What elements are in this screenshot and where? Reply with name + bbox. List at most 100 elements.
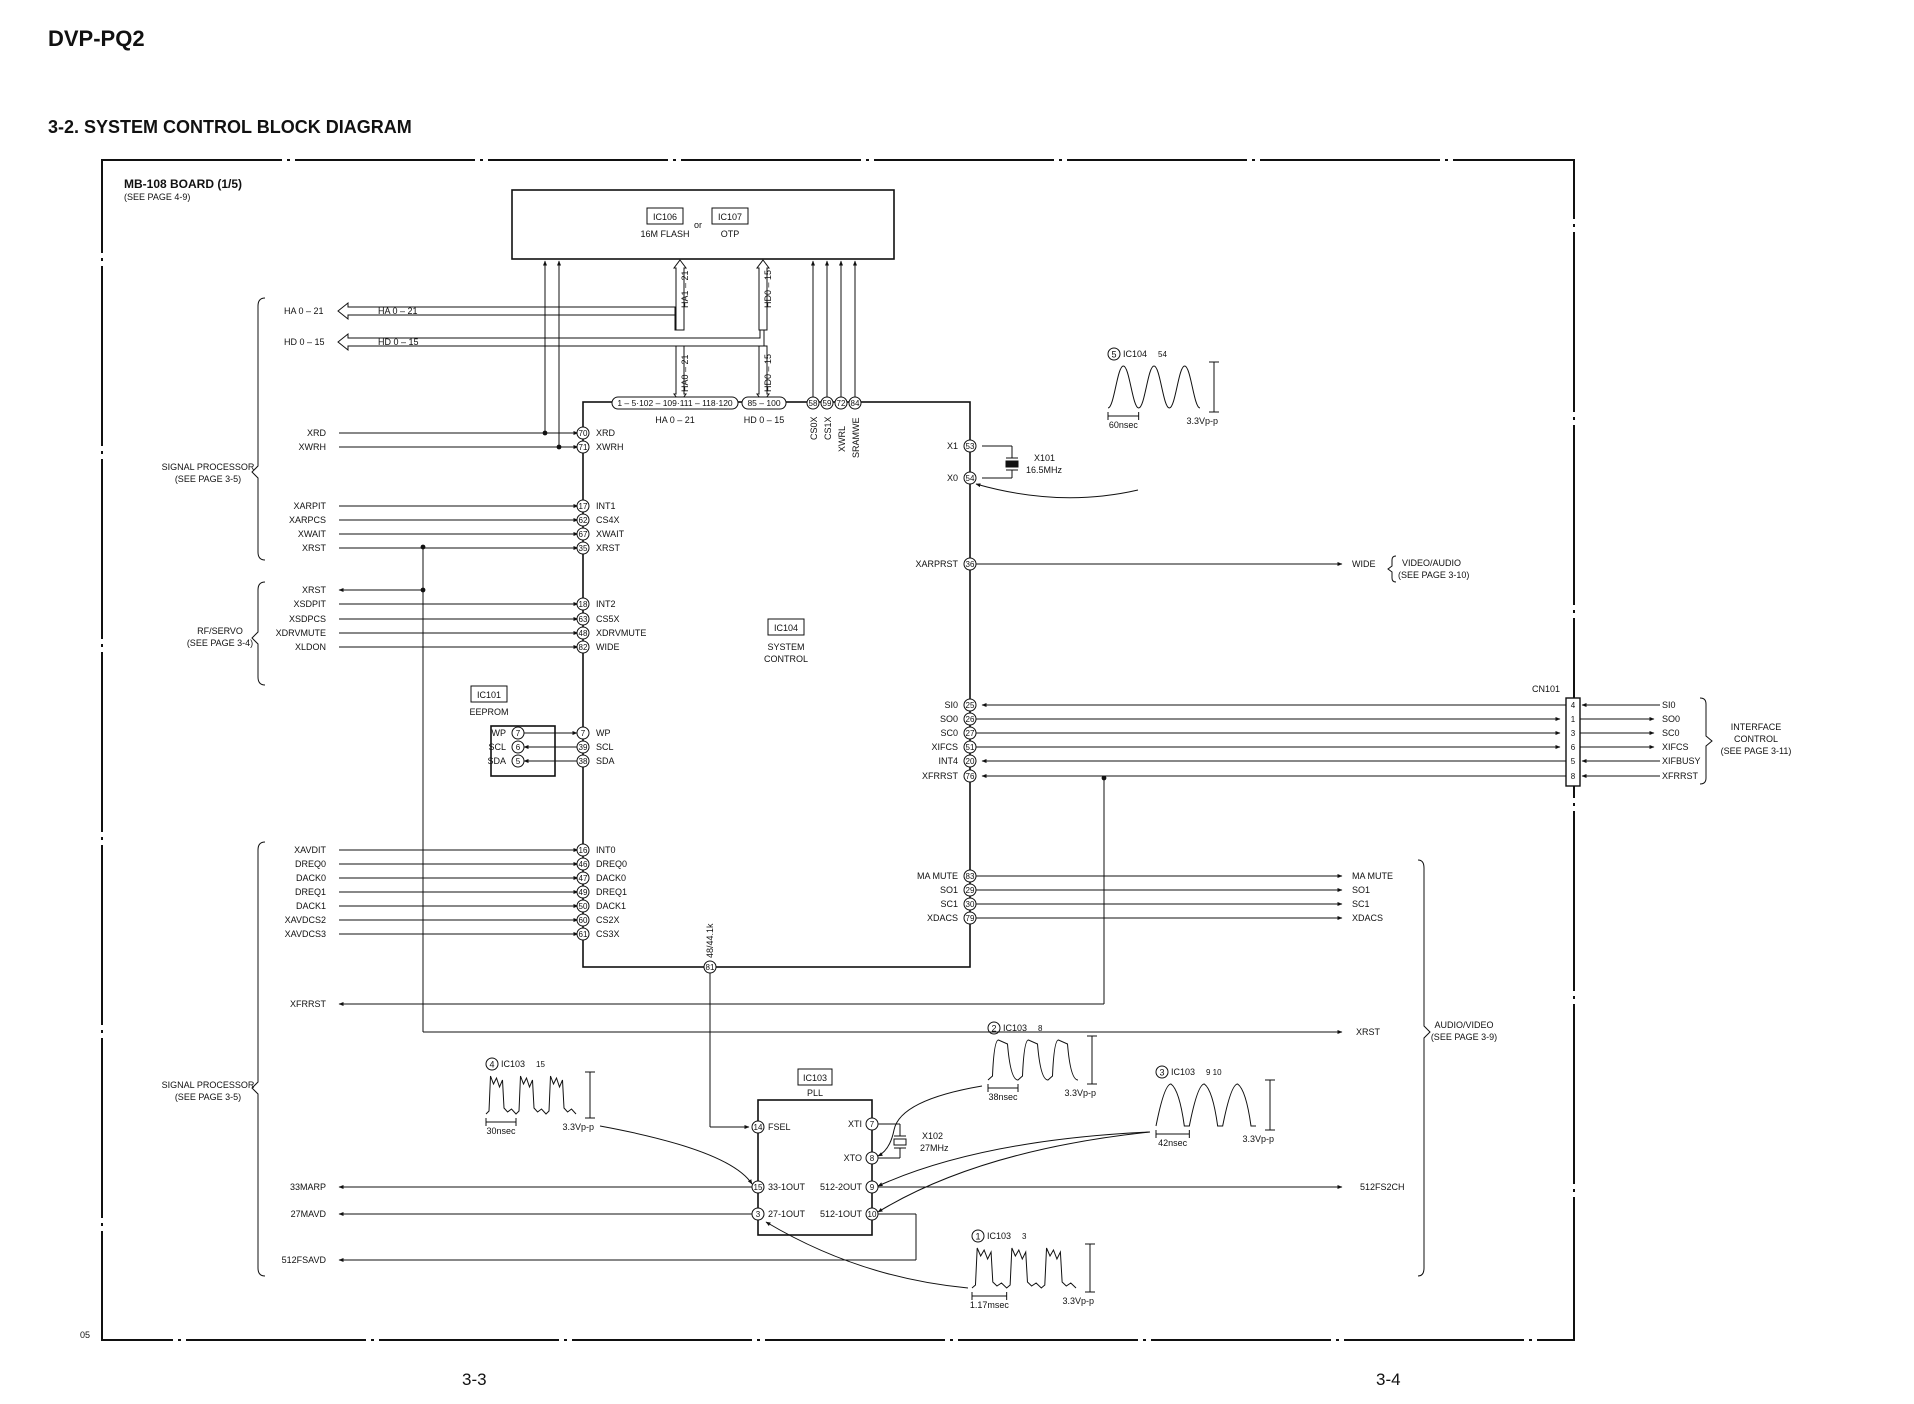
pin-84: 84 xyxy=(851,399,860,408)
page-number-right: 3-4 xyxy=(1376,1370,1401,1389)
pin-number: 35 xyxy=(579,544,588,553)
av-pin-name: SC1 xyxy=(940,899,958,909)
waveform-pin: 54 xyxy=(1158,350,1167,359)
iface-pin-name: SC0 xyxy=(940,728,958,738)
left-ext-label: XRST xyxy=(302,585,327,595)
video-audio-dest-1: VIDEO/AUDIO xyxy=(1402,558,1461,568)
audio-video-brace xyxy=(1417,859,1431,1277)
pin-number: 6 xyxy=(516,743,521,752)
pin-number: 38 xyxy=(579,757,588,766)
iface-ext-label: SO0 xyxy=(1662,714,1680,724)
pll-name: IC103 xyxy=(803,1073,827,1083)
pin-number: 54 xyxy=(966,474,975,483)
pin-number: 83 xyxy=(966,872,975,881)
pll-pin-name: 512-1OUT xyxy=(820,1209,863,1219)
waveform-pointers xyxy=(599,483,1151,1289)
flash-memory-block: IC106 or IC107 16M FLASH OTP xyxy=(511,189,895,260)
junction-dot xyxy=(1101,775,1107,781)
junction-dot xyxy=(556,444,562,450)
pin-circle xyxy=(576,726,590,740)
pin-circle xyxy=(576,626,590,640)
ha-sub: HA 0 – 21 xyxy=(655,415,695,425)
waveform-number: 2 xyxy=(991,1024,996,1034)
pll-outputs xyxy=(338,1185,1343,1262)
pin-circle xyxy=(576,871,590,885)
left-ext-label: XDRVMUTE xyxy=(276,628,326,638)
waveform-time: 30nsec xyxy=(486,1126,516,1136)
pin-circle xyxy=(576,499,590,513)
waveform-ic: IC103 xyxy=(1003,1023,1027,1033)
cn101-label: CN101 xyxy=(1532,684,1560,694)
av-ext-label: SO1 xyxy=(1352,885,1370,895)
cn101-pin: 5 xyxy=(1571,757,1576,766)
hd-sub: HD 0 – 15 xyxy=(744,415,785,425)
cn101-pin: 4 xyxy=(1571,701,1576,710)
waveform-pin: 8 xyxy=(1038,1024,1043,1033)
left-ext-label: DACK0 xyxy=(296,873,326,883)
pin-circle xyxy=(576,640,590,654)
rf-2: (SEE PAGE 3-4) xyxy=(187,638,253,648)
waveform-trace xyxy=(485,1075,577,1115)
pin-circle xyxy=(963,698,977,712)
waveform-ic: IC103 xyxy=(987,1231,1011,1241)
waveform-time: 42nsec xyxy=(1158,1138,1188,1148)
waveform-pin: 15 xyxy=(536,1060,545,1069)
pin-number: 51 xyxy=(966,743,975,752)
iface-ext-label: XFRRST xyxy=(1662,771,1699,781)
left-ext-label: XARPIT xyxy=(293,501,326,511)
pin-circle xyxy=(963,754,977,768)
pin-circle xyxy=(576,541,590,555)
pll-pin-name: 512-2OUT xyxy=(820,1182,863,1192)
pin-number: 18 xyxy=(579,600,588,609)
sp-bot-2: (SEE PAGE 3-5) xyxy=(175,1092,241,1102)
bus-ha-line: HA 0 – 21 xyxy=(378,306,418,316)
pin-59: 59 xyxy=(823,399,832,408)
iface-pin-name: SI0 xyxy=(944,700,958,710)
left-ext-label: XSDPIT xyxy=(293,599,326,609)
waveform-number-circle xyxy=(971,1229,985,1243)
crystal-x102 xyxy=(878,1123,907,1159)
interface-dest-3: (SEE PAGE 3-11) xyxy=(1721,746,1792,756)
pin-number: 8 xyxy=(870,1154,875,1163)
pin-number: 20 xyxy=(966,757,975,766)
pin-number: 26 xyxy=(966,715,975,724)
bus-ha1: HA1 – 21 xyxy=(680,270,690,308)
page-code: 05 xyxy=(80,1330,91,1340)
pin-number: 48 xyxy=(579,629,588,638)
waveform-number-circle xyxy=(987,1021,1001,1035)
pin-circle xyxy=(576,927,590,941)
pll-label: PLL xyxy=(807,1088,823,1098)
av-ext-label: XDACS xyxy=(1352,913,1383,923)
bus-hd-line: HD 0 – 15 xyxy=(378,337,419,347)
pin-number: 14 xyxy=(754,1123,763,1132)
board-ref: (SEE PAGE 4-9) xyxy=(124,192,190,202)
waveform-ic: IC104 xyxy=(1123,349,1147,359)
pin-number: 7 xyxy=(516,729,521,738)
iface-pin-name: INT4 xyxy=(938,756,958,766)
waveform-amplitude: 3.3Vp-p xyxy=(1186,416,1218,426)
x101-name: X101 xyxy=(1034,453,1055,463)
rf-1: RF/SERVO xyxy=(197,626,243,636)
waveform-number-circle xyxy=(1155,1065,1169,1079)
ic104-pin-name: CS5X xyxy=(596,614,620,624)
pin-circle xyxy=(576,740,590,754)
pin-circle xyxy=(576,597,590,611)
bus-hd-out: HD 0 – 15 xyxy=(284,337,325,347)
waveform-number: 1 xyxy=(975,1232,980,1242)
xarprst-ext: WIDE xyxy=(1352,559,1376,569)
ic104-pin-name: DACK1 xyxy=(596,901,626,911)
ic104-pin-name: INT2 xyxy=(596,599,616,609)
eeprom-pin-name: SDA xyxy=(487,756,506,766)
left-ext-label: XSDPCS xyxy=(289,614,326,624)
pin-circle xyxy=(576,899,590,913)
sp-top-2: (SEE PAGE 3-5) xyxy=(175,474,241,484)
waveform-number: 3 xyxy=(1159,1068,1164,1078)
waveform-trace xyxy=(971,1247,1077,1289)
pin-number: 39 xyxy=(579,743,588,752)
